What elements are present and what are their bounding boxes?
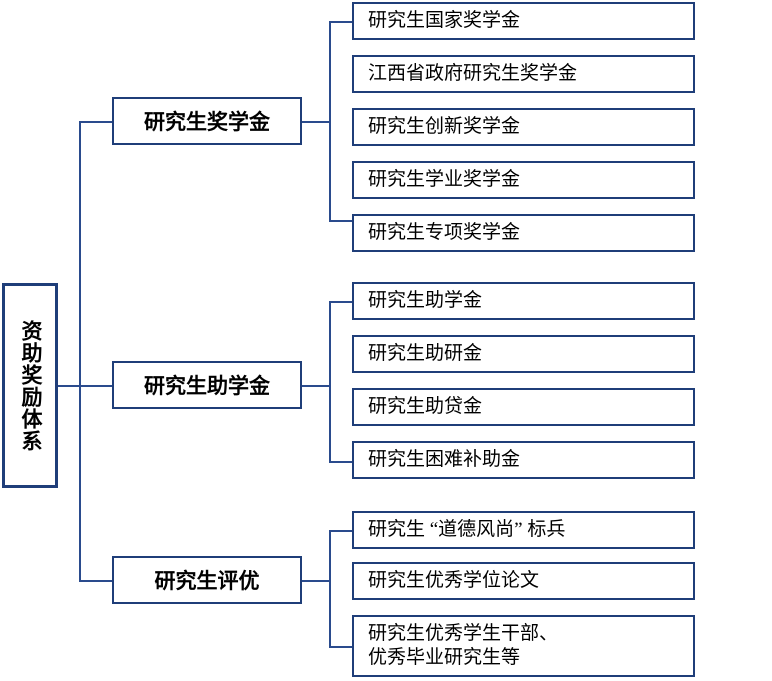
leaf-node-hardship-subsidy[interactable]: 研究生困难补助金	[352, 441, 695, 479]
leaf-node-jiangxi-provincial-scholarship[interactable]: 江西省政府研究生奖学金	[352, 55, 695, 93]
root-branch-connector-3	[79, 580, 112, 582]
leaf-node-label: 研究生创新奖学金	[368, 116, 521, 138]
branch2-leaf-connector-4	[329, 461, 352, 463]
leaf-node-label: 研究生助学金	[368, 290, 483, 312]
leaf-node-innovation-scholarship[interactable]: 研究生创新奖学金	[352, 108, 695, 146]
leaf-node-research-assistantship[interactable]: 研究生助研金	[352, 335, 695, 373]
leaf-node-student-loan[interactable]: 研究生助贷金	[352, 388, 695, 426]
branch1-bracket-vertical	[329, 21, 331, 221]
branch1-connector-stub	[302, 121, 330, 123]
leaf-node-label: 研究生助贷金	[368, 396, 483, 418]
branch-node-label: 研究生助学金	[144, 375, 270, 398]
root-connector-stub	[58, 385, 80, 387]
root-branch-connector-2	[79, 385, 112, 387]
branch-node-label: 研究生奖学金	[144, 111, 270, 134]
leaf-node-label: 研究生学业奖学金	[368, 169, 521, 191]
leaf-node-outstanding-thesis[interactable]: 研究生优秀学位论文	[352, 562, 695, 600]
leaf-node-label: 研究生优秀学位论文	[368, 570, 540, 592]
branch-node-scholarship[interactable]: 研究生奖学金	[112, 97, 302, 145]
branch-node-label: 研究生评优	[154, 570, 260, 593]
root-node-funding-system[interactable]: 资助奖励体系	[2, 283, 58, 488]
branch2-leaf-connector-1	[329, 301, 352, 303]
leaf-node-academic-scholarship[interactable]: 研究生学业奖学金	[352, 161, 695, 199]
leaf-node-label: 研究生助研金	[368, 343, 483, 365]
branch-node-grant[interactable]: 研究生助学金	[112, 361, 302, 409]
branch-node-awards[interactable]: 研究生评优	[112, 556, 302, 604]
leaf-node-label: 研究生困难补助金	[368, 449, 521, 471]
leaf-node-label: 江西省政府研究生奖学金	[368, 63, 578, 85]
branch3-bracket-vertical	[329, 530, 331, 647]
leaf-node-special-scholarship[interactable]: 研究生专项奖学金	[352, 214, 695, 252]
leaf-node-outstanding-student-cadre[interactable]: 研究生优秀学生干部、 优秀毕业研究生等	[352, 615, 695, 677]
leaf-node-moral-model[interactable]: 研究生 “道德风尚” 标兵	[352, 511, 695, 549]
branch2-bracket-vertical	[329, 301, 331, 462]
branch2-connector-stub	[302, 385, 330, 387]
branch3-leaf-connector-3	[329, 646, 352, 648]
leaf-node-national-scholarship[interactable]: 研究生国家奖学金	[352, 2, 695, 40]
branch3-connector-stub	[302, 580, 330, 582]
leaf-node-label: 研究生国家奖学金	[368, 10, 521, 32]
leaf-node-label: 研究生优秀学生干部、 优秀毕业研究生等	[368, 623, 559, 668]
root-node-label: 资助奖励体系	[19, 319, 43, 452]
root-bracket-vertical	[79, 121, 81, 581]
leaf-node-label: 研究生专项奖学金	[368, 222, 521, 244]
leaf-node-stipend[interactable]: 研究生助学金	[352, 282, 695, 320]
branch1-leaf-connector-1	[329, 21, 352, 23]
leaf-node-label: 研究生 “道德风尚” 标兵	[368, 519, 566, 541]
root-branch-connector-1	[79, 121, 112, 123]
branch1-leaf-connector-5	[329, 220, 352, 222]
branch3-leaf-connector-1	[329, 530, 352, 532]
